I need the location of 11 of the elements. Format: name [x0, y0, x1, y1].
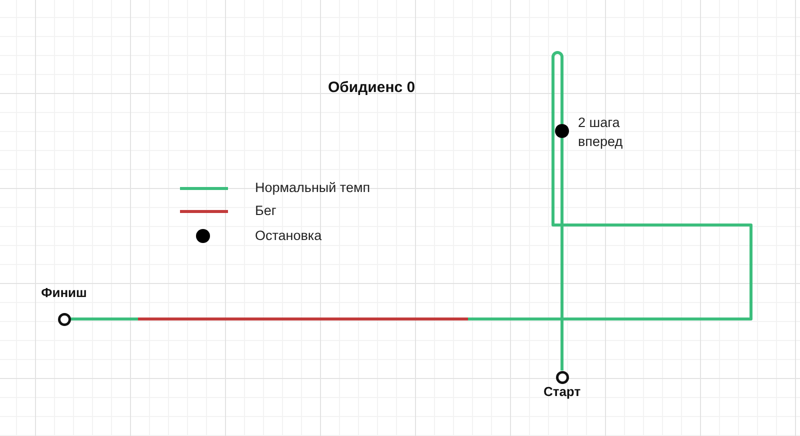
legend-label: Остановка [255, 227, 322, 245]
legend-label: Бег [255, 202, 276, 220]
ring-marker [58, 312, 70, 326]
point-label: 2 шага вперед [578, 114, 624, 151]
point-label: Старт [542, 383, 582, 401]
ring-marker [556, 370, 568, 384]
point-label: Финиш [40, 284, 88, 302]
diagram-title: Обидиенс 0 [328, 79, 416, 97]
stop-dot [555, 124, 569, 138]
legend-label: Нормальный темп [255, 179, 370, 197]
route-line [560, 138, 564, 370]
